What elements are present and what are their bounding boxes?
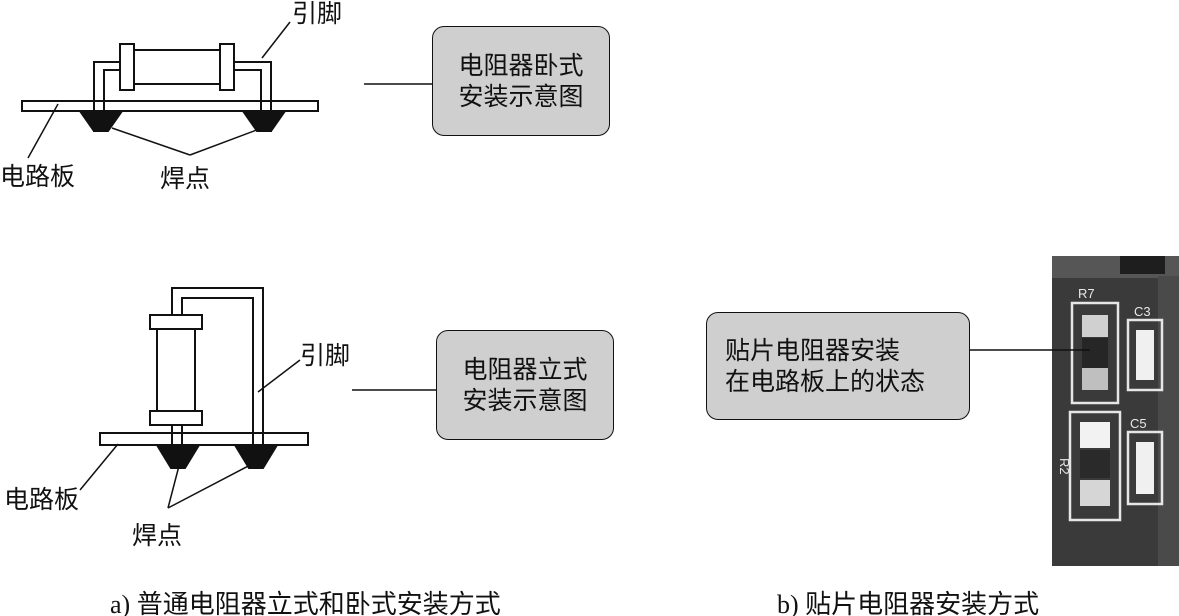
horizontal-solder-joint-right — [241, 110, 287, 132]
vertical-board-leader — [79, 443, 119, 491]
vertical-lead-top — [171, 287, 264, 468]
vertical-resistor-cap-bottom — [149, 410, 203, 426]
vertical-board-label: 电路板 — [4, 485, 80, 514]
photo-label-r2: R2 — [1057, 458, 1072, 475]
photo-label-c5: C5 — [1130, 416, 1147, 431]
horizontal-mount-diagram — [21, 21, 432, 159]
vertical-solder-leader-left — [167, 461, 181, 509]
vertical-mount-diagram — [79, 287, 436, 509]
horizontal-box-line2: 安装示意图 — [458, 82, 584, 111]
smd-box-line2: 在电路板上的状态 — [725, 367, 926, 396]
horizontal-solder-joint-left — [78, 110, 124, 132]
vertical-box-line2: 安装示意图 — [462, 386, 588, 415]
vertical-box-line1: 电阻器立式 — [462, 355, 588, 384]
vertical-lead-label: 引脚 — [300, 341, 351, 370]
vertical-caption-box: 电阻器立式 安装示意图 — [436, 330, 614, 440]
horizontal-circuit-board — [21, 100, 319, 112]
smd-footprint-r7 — [1070, 301, 1120, 405]
horizontal-solder-leader-right — [189, 127, 263, 156]
horizontal-caption-box: 电阻器卧式 安装示意图 — [432, 26, 610, 136]
horizontal-solder-leader-left — [111, 127, 191, 156]
smd-box-line1: 贴片电阻器安装 — [725, 336, 901, 365]
horizontal-resistor-body — [133, 49, 221, 85]
vertical-solder-joint-left — [155, 444, 201, 469]
smd-footprint-c5 — [1126, 430, 1164, 506]
vertical-solder-joint-right — [233, 444, 279, 469]
vertical-lead-bottom — [171, 422, 183, 468]
horizontal-lead-label: 引脚 — [292, 0, 343, 28]
caption-a: a) 普通电阻器立式和卧式安装方式 — [110, 590, 501, 616]
caption-b: b) 贴片电阻器安装方式 — [777, 590, 1040, 616]
vertical-resistor-body — [156, 328, 196, 412]
horizontal-resistor-cap-right — [219, 43, 235, 91]
smd-footprint-c3 — [1126, 318, 1164, 392]
horizontal-resistor-cap-left — [119, 43, 135, 91]
horizontal-board-leader — [27, 103, 59, 159]
smd-footprint-r2 — [1068, 410, 1122, 522]
horizontal-box-line1: 电阻器卧式 — [458, 51, 584, 80]
smd-pcb-photo: R7 C3 C5 R2 — [968, 256, 1179, 566]
photo-label-c3: C3 — [1134, 304, 1151, 319]
horizontal-lead-left — [93, 61, 122, 132]
vertical-lead-leader — [257, 359, 301, 393]
smd-caption-box: 贴片电阻器安装 在电路板上的状态 — [706, 312, 970, 420]
vertical-solder-leader-right — [167, 461, 257, 509]
vertical-resistor-cap-top — [149, 314, 203, 330]
vertical-circuit-board — [99, 432, 309, 446]
horizontal-board-label: 电路板 — [0, 162, 76, 191]
horizontal-solder-label: 焊点 — [160, 164, 211, 193]
horizontal-lead-leader — [261, 21, 291, 59]
vertical-solder-label: 焊点 — [132, 521, 183, 550]
horizontal-lead-right — [234, 61, 272, 132]
photo-label-r7: R7 — [1078, 286, 1095, 301]
